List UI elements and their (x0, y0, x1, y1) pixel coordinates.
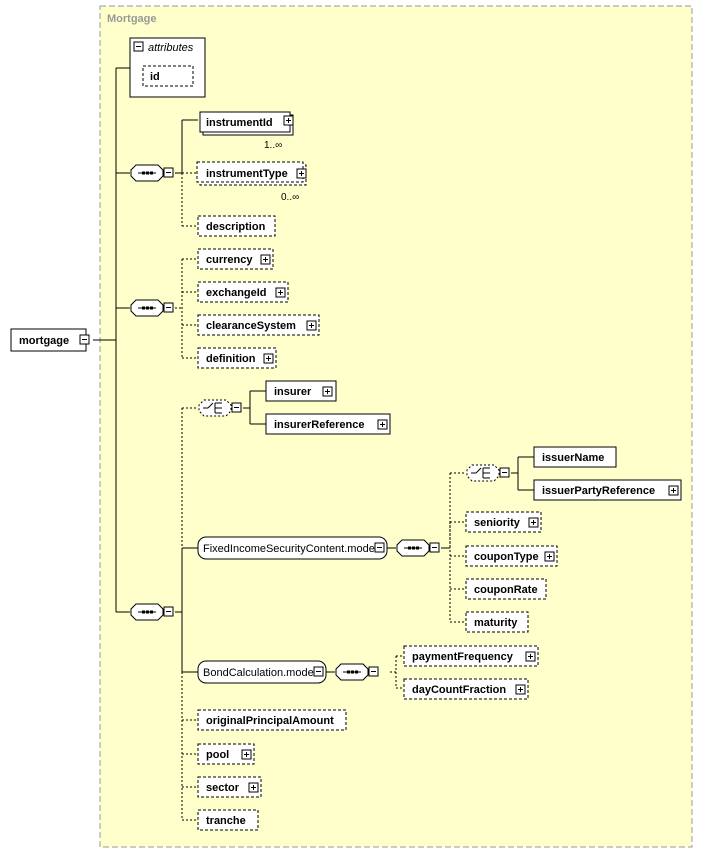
svg-text:sector: sector (206, 782, 240, 794)
element-instrument-id[interactable]: instrumentId (199, 111, 294, 136)
svg-text:exchangeId: exchangeId (206, 287, 267, 299)
element-description[interactable]: description (197, 215, 276, 237)
occurrence-label: 1..∞ (264, 140, 282, 151)
svg-text:BondCalculation.model: BondCalculation.model (203, 667, 316, 679)
element-coupon-rate[interactable]: couponRate (465, 578, 547, 600)
svg-text:originalPrincipalAmount: originalPrincipalAmount (206, 715, 334, 727)
sequence-compositor[interactable] (130, 603, 174, 621)
svg-text:id: id (150, 71, 160, 83)
element-tranche[interactable]: tranche (197, 809, 259, 831)
sequence-compositor[interactable] (130, 164, 174, 182)
element-insurer[interactable]: insurer (265, 380, 337, 402)
svg-text:FixedIncomeSecurityContent.mod: FixedIncomeSecurityContent.model (203, 543, 377, 555)
model-fixed-income-security-content[interactable]: FixedIncomeSecurityContent.model (197, 536, 388, 560)
element-sector[interactable]: sector (197, 776, 262, 798)
choice-compositor[interactable] (466, 464, 510, 482)
svg-text:tranche: tranche (206, 815, 246, 827)
choice-compositor[interactable] (198, 399, 242, 417)
element-maturity[interactable]: maturity (465, 611, 529, 633)
element-issuer-party-reference[interactable]: issuerPartyReference (533, 479, 682, 501)
svg-text:pool: pool (206, 749, 229, 761)
element-seniority[interactable]: seniority (465, 511, 542, 533)
sequence-compositor[interactable] (396, 539, 440, 557)
svg-text:maturity: maturity (474, 617, 518, 629)
sequence-compositor[interactable] (130, 299, 174, 317)
svg-text:paymentFrequency: paymentFrequency (412, 651, 514, 663)
occurrence-label: 0..∞ (281, 192, 299, 203)
svg-text:definition: definition (206, 353, 256, 365)
element-pool[interactable]: pool (197, 743, 255, 765)
svg-text:clearanceSystem: clearanceSystem (206, 320, 296, 332)
sequence-compositor[interactable] (335, 663, 379, 681)
svg-text:mortgage: mortgage (19, 335, 69, 347)
group-title: Mortgage (107, 13, 157, 25)
svg-text:couponRate: couponRate (474, 584, 538, 596)
svg-text:issuerPartyReference: issuerPartyReference (542, 485, 655, 497)
element-payment-frequency[interactable]: paymentFrequency (403, 645, 539, 667)
element-instrument-type[interactable]: instrumentType (196, 161, 307, 186)
svg-text:insurer: insurer (274, 386, 312, 398)
attributes-box: attributes id (129, 37, 206, 98)
svg-text:instrumentType: instrumentType (206, 168, 288, 180)
element-definition[interactable]: definition (197, 347, 277, 369)
mortgage-group-box (99, 5, 693, 848)
root-mortgage-element[interactable]: mortgage (10, 328, 90, 352)
element-coupon-type[interactable]: couponType (465, 545, 558, 567)
element-clearance-system[interactable]: clearanceSystem (197, 314, 320, 336)
svg-text:dayCountFraction: dayCountFraction (412, 684, 506, 696)
element-original-principal-amount[interactable]: originalPrincipalAmount (197, 709, 347, 731)
element-day-count-fraction[interactable]: dayCountFraction (403, 678, 529, 700)
svg-text:attributes: attributes (148, 42, 194, 54)
attribute-id[interactable] (142, 65, 194, 87)
svg-text:currency: currency (206, 254, 253, 266)
svg-text:issuerName: issuerName (542, 452, 604, 464)
element-insurer-reference[interactable]: insurerReference (265, 413, 391, 435)
svg-text:seniority: seniority (474, 517, 521, 529)
element-exchange-id[interactable]: exchangeId (197, 281, 289, 303)
element-issuer-name[interactable]: issuerName (533, 446, 617, 468)
element-currency[interactable]: currency (197, 248, 274, 270)
svg-text:instrumentId: instrumentId (206, 117, 273, 129)
svg-text:description: description (206, 221, 266, 233)
svg-text:insurerReference: insurerReference (274, 419, 365, 431)
model-bond-calculation[interactable]: BondCalculation.model (197, 660, 327, 684)
svg-text:couponType: couponType (474, 551, 539, 563)
